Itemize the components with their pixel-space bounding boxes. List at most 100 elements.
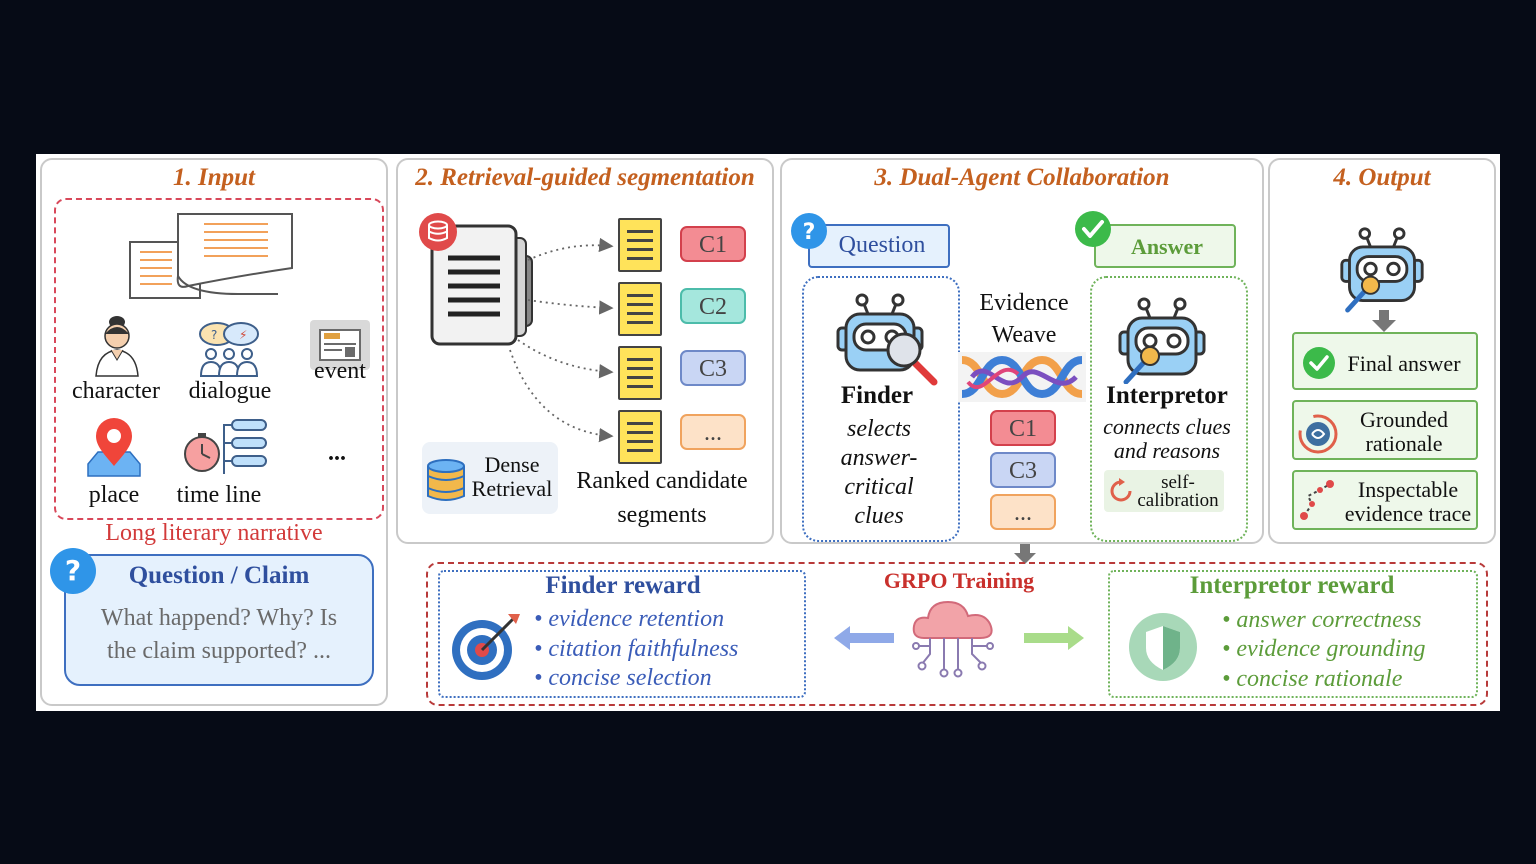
collaboration-panel: 3. Dual-Agent Collaboration ? Question A… (780, 158, 1264, 544)
database-icon (427, 459, 465, 501)
item-time-line: time line (176, 482, 262, 508)
svg-text:?: ? (211, 328, 217, 342)
self-calibration-line2: calibration (1137, 490, 1219, 511)
finder-reward-bullet-3: • concise selection (534, 665, 712, 691)
chunk-c3: C3 (680, 350, 746, 386)
question-box (808, 224, 950, 268)
self-calibration-box (1104, 470, 1224, 512)
finder-desc-1: selects (847, 416, 911, 442)
grpo-training-label: GRPO Training (883, 568, 1035, 593)
check-icon (1075, 211, 1111, 247)
collaboration-title: 3. Dual-Agent Collaboration (874, 164, 1170, 191)
segmentation-panel: 2. Retrieval-guided segmentation (396, 158, 774, 544)
item-place: place (88, 482, 140, 508)
finder-name: Finder (840, 382, 914, 409)
item-character: character (72, 378, 160, 404)
brain-icon (1298, 414, 1338, 454)
final-answer-label: Final answer (1347, 351, 1461, 376)
evidence-trace-line1: Inspectable (1357, 477, 1459, 502)
question-claim-card (64, 554, 374, 686)
chunk-c2: C2 (680, 288, 746, 324)
question-label: Question (838, 232, 926, 258)
self-calibration-line1: self- (1161, 472, 1195, 493)
grounded-rationale-line1: Grounded (1360, 407, 1448, 432)
evidence-weave-line1: Evidence (979, 290, 1069, 316)
interpretor-box (1090, 276, 1248, 542)
item-more: ... (328, 440, 346, 466)
interpretor-robot-icon (1118, 297, 1206, 384)
question-claim-text-line1: What happend? Why? Is (100, 605, 338, 631)
trace-path-icon (1300, 480, 1334, 520)
interpretor-reward-bullet-2: • evidence grounding (1222, 636, 1426, 662)
evidence-chunk-more: ... (990, 494, 1056, 530)
answer-box (1094, 224, 1236, 268)
ranked-segments-line1: Ranked candidate (576, 468, 748, 494)
interpretor-desc-1: connects clues (1103, 414, 1231, 439)
left-arrow-icon (834, 626, 894, 650)
grpo-training-box (426, 562, 1488, 706)
interpretor-reward-title: Interpretor reward (1189, 572, 1395, 599)
location-pin-icon (87, 418, 141, 477)
evidence-trace-line2: evidence trace (1344, 501, 1472, 526)
document-database-icon (419, 213, 533, 346)
evidence-chunk-c1: C1 (990, 410, 1056, 446)
svg-text:⚡: ⚡ (239, 328, 247, 342)
shield-icon (1129, 613, 1197, 681)
evidence-chunk-c3: C3 (990, 452, 1056, 488)
narrative-label: Long literary narrative (105, 520, 323, 546)
timeline-icon (184, 419, 267, 474)
input-title: 1. Input (173, 164, 255, 191)
chunk-more: ... (680, 414, 746, 450)
evidence-weave-line2: Weave (991, 322, 1057, 348)
finder-desc-4: clues (854, 503, 904, 529)
note-icon (618, 218, 662, 272)
interpretor-reward-bullet-3: • concise rationale (1222, 666, 1403, 692)
character-icon (95, 316, 139, 377)
right-arrow-icon (1024, 626, 1084, 650)
interpretor-reward-bullet-1: • answer correctness (1222, 607, 1422, 633)
finder-desc-2: answer- (840, 445, 918, 471)
ranked-segments-line2: segments (617, 502, 707, 528)
question-claim-title: Question / Claim (128, 562, 310, 589)
input-items-box (54, 198, 384, 520)
finder-reward-bullet-2: • citation faithfulness (534, 636, 739, 662)
finder-box (802, 276, 960, 542)
target-icon (452, 614, 520, 680)
output-panel: 4. Output Final answer Grounded (1268, 158, 1496, 544)
finder-reward-bullet-1: • evidence retention (534, 606, 725, 632)
diagram-canvas: 1. Input character ? ⚡ (36, 154, 1500, 711)
finder-reward-title: Finder reward (545, 572, 701, 599)
retrieval-arrows (509, 237, 614, 443)
chunk-c1: C1 (680, 226, 746, 262)
note-icon (618, 346, 662, 400)
note-icon (618, 410, 662, 464)
svg-text:?: ? (803, 220, 816, 245)
evidence-trace-box (1292, 470, 1478, 530)
interpretor-reward-box (1108, 570, 1478, 698)
interpretor-name: Interpretor (1106, 382, 1228, 409)
question-claim-text-line2: the claim supported? ... (107, 638, 331, 664)
item-dialogue: dialogue (188, 378, 272, 404)
finder-reward-box (438, 570, 806, 698)
output-title: 4. Output (1333, 164, 1431, 191)
finder-robot-icon (836, 293, 938, 386)
down-arrow-icon (1014, 544, 1036, 564)
interpretor-desc-2: and reasons (1113, 438, 1221, 463)
item-event: event (314, 358, 366, 384)
question-mark-icon: ? (791, 213, 827, 249)
refresh-icon (1110, 478, 1132, 502)
documents-icon (129, 213, 293, 299)
finder-desc-3: critical (844, 474, 914, 500)
news-icon (310, 320, 370, 370)
check-icon (1303, 347, 1335, 379)
grounded-rationale-line2: rationale (1365, 431, 1443, 456)
dna-weave-icon (958, 352, 1086, 402)
dense-retrieval-line1: Dense (484, 452, 540, 477)
note-icon (618, 282, 662, 336)
svg-text:?: ? (65, 554, 81, 587)
segmentation-title: 2. Retrieval-guided segmentation (415, 164, 755, 191)
input-panel: 1. Input character ? ⚡ (40, 158, 388, 706)
down-arrow-icon (1372, 310, 1396, 332)
dense-retrieval-line2: Retrieval (471, 476, 553, 501)
answer-label: Answer (1130, 234, 1204, 259)
